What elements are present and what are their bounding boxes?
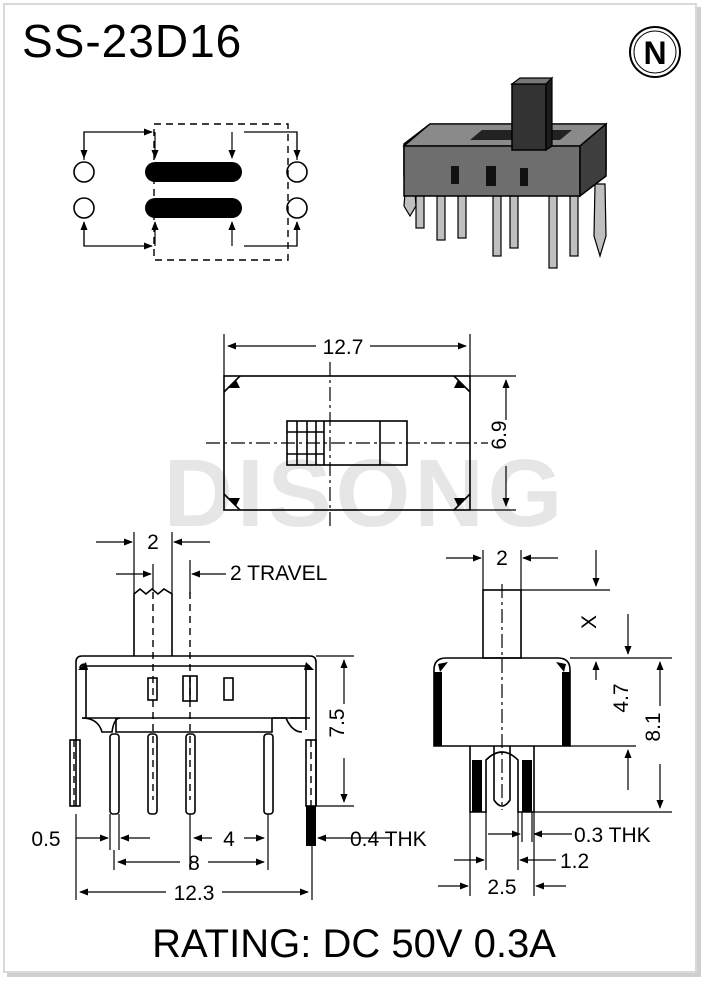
watermark-text: DISONG bbox=[164, 440, 567, 547]
side-body bbox=[433, 657, 571, 747]
dim-front-pin-width: 0.5 bbox=[31, 828, 60, 851]
dim-front-pin-pitch: 4 bbox=[223, 828, 235, 851]
dim-top-height: 6.9 bbox=[488, 420, 511, 449]
part-title: SS-23D16 bbox=[22, 15, 243, 67]
dim-front-body-height: 7.5 bbox=[326, 708, 349, 737]
logo-icon: N bbox=[629, 26, 681, 78]
dim-side-pin-span: 2.5 bbox=[487, 876, 516, 899]
dim-side-actuator-width: 2 bbox=[496, 547, 508, 570]
front-body bbox=[75, 655, 317, 806]
rating-text: RATING: DC 50V 0.3A bbox=[152, 922, 556, 966]
dim-side-overall-height: 8.1 bbox=[642, 712, 665, 741]
front-actuator bbox=[133, 587, 173, 656]
dim-side-body-height: 4.7 bbox=[610, 683, 633, 712]
circuit-schematic bbox=[73, 123, 308, 261]
dim-front-tab-thickness: 0.4 THK bbox=[350, 828, 427, 851]
dim-front-actuator-width: 2 bbox=[147, 531, 159, 554]
front-pin bbox=[109, 733, 120, 815]
terminal-circle bbox=[73, 197, 95, 219]
dim-front-travel: 2 TRAVEL bbox=[230, 562, 327, 585]
top-view-slider bbox=[286, 420, 408, 466]
side-view-drawing: 2 X 4.7 bbox=[433, 547, 672, 899]
terminal-circle bbox=[286, 161, 308, 183]
terminal-circle bbox=[286, 197, 308, 219]
top-view-drawing: 12.7 bbox=[206, 334, 516, 528]
front-tab-left bbox=[69, 739, 81, 807]
dim-top-width: 12.7 bbox=[323, 336, 364, 359]
front-view-drawing: 2 2 TRAVEL bbox=[31, 531, 426, 905]
side-pins bbox=[469, 746, 535, 813]
slider-travel-box bbox=[153, 123, 289, 261]
dim-side-pin-thickness: 0.3 THK bbox=[574, 824, 651, 847]
front-tab-right bbox=[305, 739, 317, 807]
dim-front-overall-width: 12.3 bbox=[174, 882, 215, 905]
front-pin bbox=[263, 733, 274, 815]
dim-side-actuator-height: X bbox=[578, 615, 601, 629]
switch-3d-illustration bbox=[402, 76, 608, 269]
dim-side-pin-gap: 1.2 bbox=[560, 850, 589, 873]
terminal-circle bbox=[73, 161, 95, 183]
dim-front-pin-span: 8 bbox=[188, 852, 200, 875]
logo-letter: N bbox=[643, 35, 666, 71]
front-pin bbox=[147, 733, 158, 815]
